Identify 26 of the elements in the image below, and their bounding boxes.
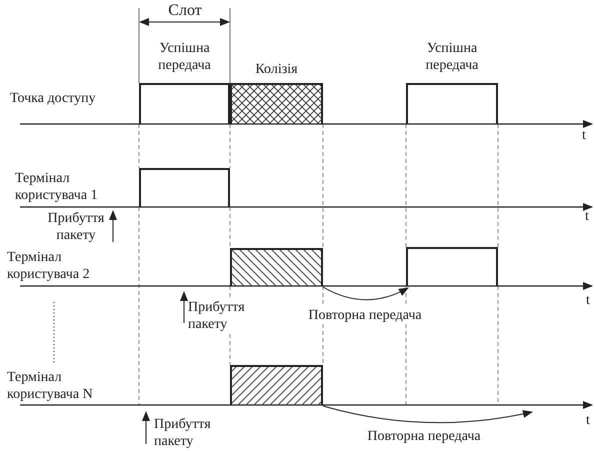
hatched-pulse-box (230, 365, 323, 405)
edge-label: Повторна передача (308, 307, 422, 324)
axis-label: t (586, 412, 590, 429)
axis-label: t (586, 292, 590, 309)
annotation-text: Прибуття пакету (154, 416, 212, 450)
pulse-box (406, 247, 498, 286)
curved-arrow (322, 286, 409, 300)
annotation-text: Прибуття пакету (46, 210, 106, 244)
pulse-label: Колізія (254, 61, 299, 78)
pulse-box (139, 168, 230, 207)
axis-label: t (582, 127, 586, 144)
hatched-pulse-box (230, 83, 323, 124)
axis-label: t (585, 208, 589, 225)
row-label: Точка доступу (10, 90, 96, 107)
curved-arrow (322, 406, 533, 424)
hatched-pulse-box (230, 248, 323, 286)
pulse-box (406, 83, 498, 124)
dimension-label: Слот (167, 2, 203, 19)
annotation-text: Прибуття пакету (188, 299, 246, 333)
row-label: Термінал користувача N (7, 369, 94, 403)
pulse-box (139, 83, 230, 124)
row-label: Термінал користувача 1 (15, 170, 99, 204)
row-label: Термінал користувача 2 (7, 249, 91, 283)
edge-label: Повторна передача (367, 428, 481, 445)
pulse-label: Успішна передача (157, 40, 212, 74)
pulse-label: Успішна передача (424, 40, 480, 74)
